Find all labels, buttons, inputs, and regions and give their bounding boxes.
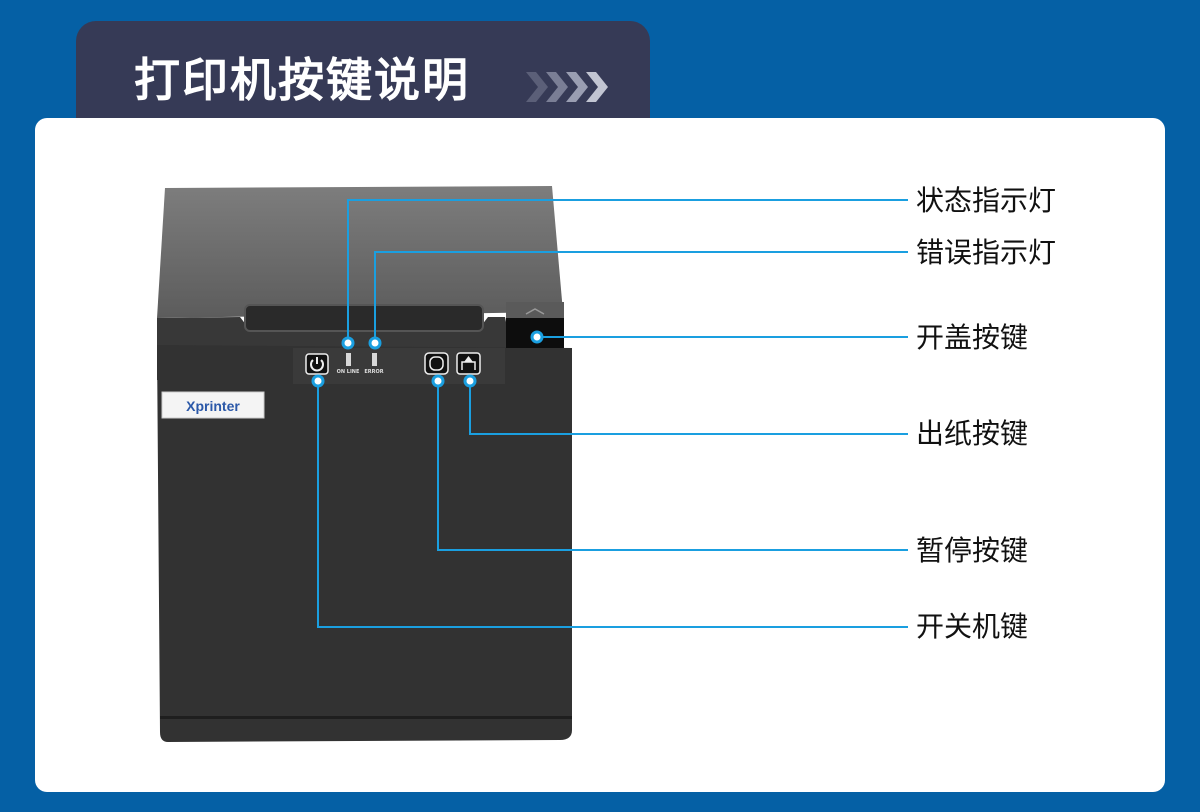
chevrons-icon <box>526 72 608 102</box>
callout-status-light: 状态指示灯 <box>916 184 1057 217</box>
online-label: ON LINE <box>337 369 360 375</box>
callout-power-button: 开关机键 <box>916 610 1029 643</box>
printer-body <box>157 345 572 742</box>
pause-icon <box>424 352 449 375</box>
error-led <box>372 353 377 366</box>
callout-error-light: 错误指示灯 <box>916 236 1057 269</box>
page-title: 打印机按键说明 <box>134 53 470 107</box>
error-label: ERROR <box>364 369 383 375</box>
printer-lid <box>157 186 563 318</box>
online-led <box>346 353 351 366</box>
callout-cover-open-button: 开盖按键 <box>916 321 1029 354</box>
callout-feed-button: 出纸按键 <box>916 417 1029 450</box>
callout-dots <box>311 330 544 388</box>
paper-slot <box>244 304 484 332</box>
callout-lines <box>317 199 908 628</box>
brand-name: Xprinter <box>186 398 240 414</box>
callout-pause-button: 暂停按键 <box>916 534 1029 567</box>
brand-sticker <box>161 391 265 419</box>
